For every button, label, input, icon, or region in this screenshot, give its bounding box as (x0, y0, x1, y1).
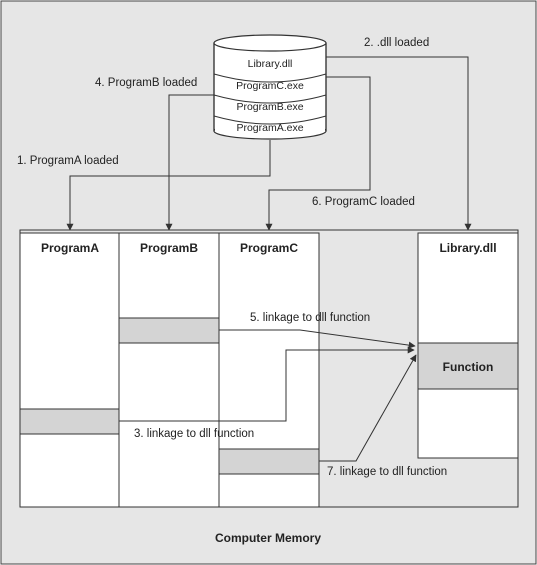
programa-header: ProgramA (41, 241, 99, 255)
step-7-label: 7. linkage to dll function (327, 466, 447, 478)
step-2-label: 2. .dll loaded (364, 37, 429, 49)
step-3-label: 3. linkage to dll function (134, 428, 254, 440)
arrow-programc-loaded (265, 76, 371, 231)
arrow-programa-loaded (66, 140, 271, 231)
arrow-dll-loaded (326, 56, 472, 231)
programc-header: ProgramC (240, 241, 298, 255)
programa-column (19, 232, 120, 508)
step-4-label: 4. ProgramB loaded (95, 77, 197, 89)
arrow-linkage-programc (319, 354, 417, 462)
programb-linkage-block (118, 317, 220, 344)
disk-file-programc: ProgramC.exe (236, 80, 304, 92)
programb-column (118, 232, 220, 508)
programa-linkage-block (19, 408, 120, 435)
disk-file-library: Library.dll (248, 58, 293, 70)
function-block (417, 342, 519, 390)
arrow-linkage-programa (119, 346, 415, 422)
arrow-programb-loaded (165, 94, 214, 231)
library-header: Library.dll (439, 241, 496, 255)
disk-file-programb: ProgramB.exe (236, 101, 303, 113)
disk-file-programa: ProgramA.exe (236, 122, 303, 134)
step-6-label: 6. ProgramC loaded (312, 196, 415, 208)
programc-linkage-block (218, 448, 320, 475)
step-5-label: 5. linkage to dll function (250, 312, 370, 324)
memory-title: Computer Memory (215, 531, 321, 545)
disk-cylinder: Library.dll ProgramC.exe ProgramB.exe Pr… (213, 34, 327, 140)
function-label: Function (443, 360, 494, 374)
step-1-label: 1. ProgramA loaded (17, 155, 119, 167)
programb-header: ProgramB (140, 241, 198, 255)
arrow-linkage-programb (219, 329, 416, 349)
